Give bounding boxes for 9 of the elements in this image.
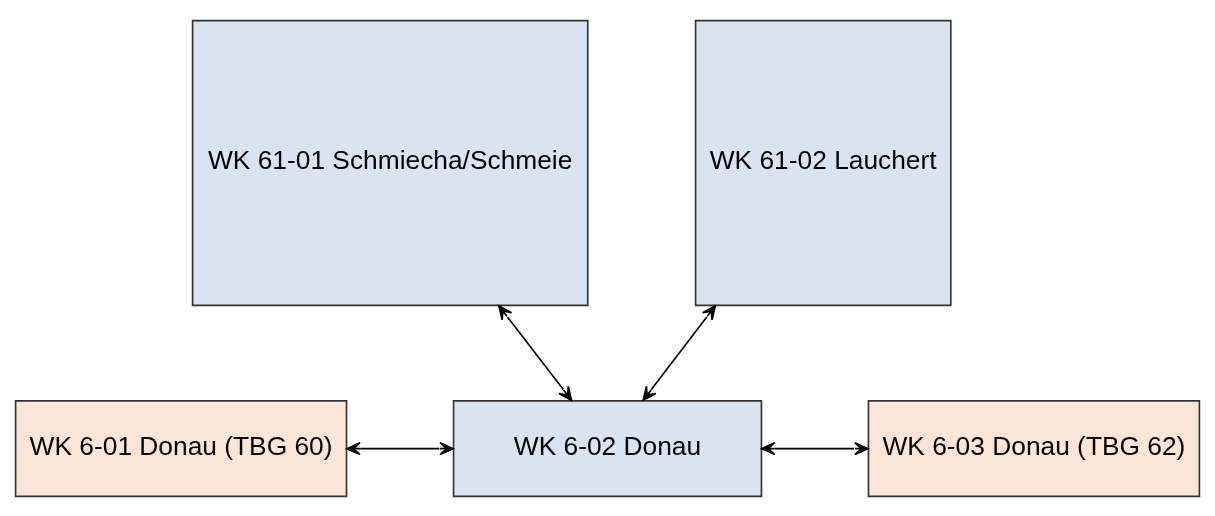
node-box: WK 6-03 Donau (TBG 62): [867, 399, 1201, 497]
arrow: [760, 441, 869, 455]
node-box: WK 61-01 Schmiecha/Schmeie: [191, 19, 589, 306]
arrow: [346, 441, 455, 455]
node-box: WK 6-02 Donau: [452, 399, 763, 497]
node-box: WK 61-02 Lauchert: [694, 19, 952, 306]
arrow: [498, 304, 573, 401]
node-box: WK 6-01 Donau (TBG 60): [14, 399, 348, 497]
arrow: [642, 304, 717, 401]
